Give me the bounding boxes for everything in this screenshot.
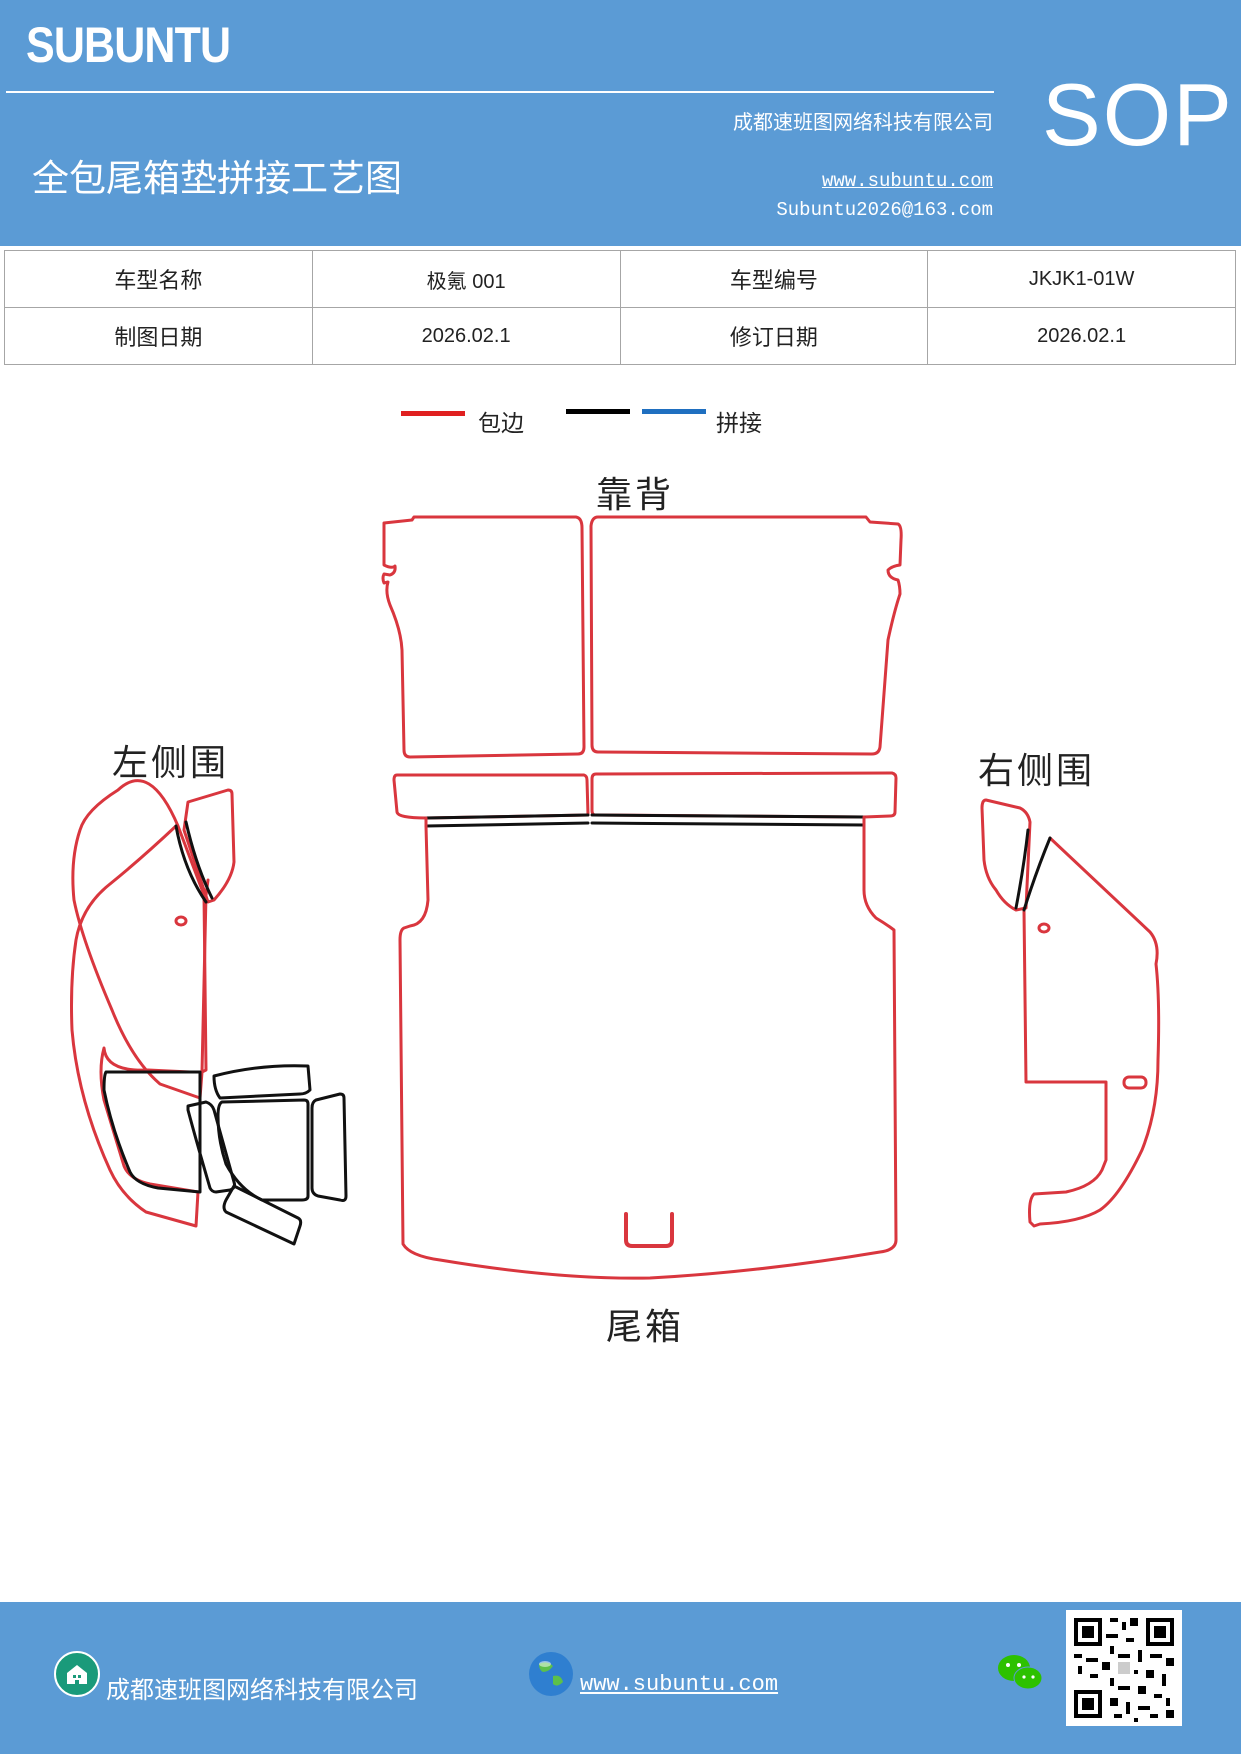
table-row: 车型名称 极氪 001 车型编号 JKJK1-01W	[4, 250, 1236, 308]
globe-icon	[529, 1652, 573, 1696]
legend-black-line	[566, 409, 630, 414]
header-divider	[6, 91, 994, 93]
trunk-floor-panel	[398, 815, 898, 1280]
qr-code	[1066, 1610, 1182, 1726]
email-address: Subuntu2026@163.com	[776, 199, 993, 221]
seam-line-right	[590, 813, 866, 827]
left-side-seam	[174, 820, 214, 904]
left-side-outline	[72, 826, 200, 1226]
backrest-left-panel	[381, 515, 586, 759]
value-drawing-date: 2026.02.1	[311, 307, 621, 365]
label-left-side: 左侧围	[112, 743, 230, 784]
trunk-notch	[624, 1212, 674, 1248]
left-insert-piece-1	[102, 1070, 202, 1194]
right-side-slot	[1122, 1075, 1148, 1090]
sop-badge: SOP	[1042, 65, 1234, 164]
label-model-code: 车型编号	[619, 250, 929, 308]
label-right-side: 右侧围	[978, 751, 1096, 792]
document-title: 全包尾箱垫拼接工艺图	[32, 157, 402, 200]
right-side-panel	[1022, 836, 1161, 1228]
label-revision-date: 修订日期	[619, 307, 929, 365]
header-banner	[0, 0, 1241, 246]
seam-line-left	[424, 813, 590, 828]
legend-blue-line	[642, 409, 706, 414]
left-side-upper-tab	[182, 788, 236, 904]
left-insert-piece-6	[222, 1184, 303, 1246]
left-side-hole	[174, 915, 188, 927]
right-side-upper-tab	[980, 798, 1032, 912]
label-trunk: 尾箱	[606, 1307, 685, 1348]
vehicle-info-table: 车型名称 极氪 001 车型编号 JKJK1-01W 制图日期 2026.02.…	[4, 250, 1236, 365]
label-drawing-date: 制图日期	[4, 307, 313, 365]
backrest-right-panel	[589, 515, 903, 756]
left-insert-piece-2	[212, 1064, 312, 1100]
value-model-name: 极氪 001	[311, 250, 621, 308]
legend-label-splice: 拼接	[716, 411, 762, 437]
right-side-hole	[1037, 922, 1051, 934]
label-model-name: 车型名称	[4, 250, 313, 308]
legend-label-edging: 包边	[478, 411, 524, 437]
value-revision-date: 2026.02.1	[927, 307, 1236, 365]
company-name: 成都速班图网络科技有限公司	[733, 110, 993, 134]
left-insert-piece-3	[186, 1100, 236, 1194]
left-side-panel	[71, 779, 208, 1100]
value-model-code: JKJK1-01W	[927, 250, 1236, 308]
footer-website-link[interactable]: www.subuntu.com	[580, 1672, 779, 1697]
wechat-icon[interactable]	[996, 1652, 1044, 1694]
brand-logo: SUBUNTU	[26, 17, 231, 73]
left-insert-piece-5	[310, 1092, 348, 1202]
website-link[interactable]: www.subuntu.com	[821, 170, 993, 192]
right-side-seam	[1014, 828, 1052, 912]
label-backrest: 靠背	[596, 475, 675, 516]
footer-company-name: 成都速班图网络科技有限公司	[106, 1676, 418, 1704]
legend-red-line	[401, 411, 465, 416]
building-icon	[54, 1651, 100, 1697]
left-insert-piece-4	[216, 1098, 310, 1202]
middle-strip-left	[392, 773, 590, 820]
table-row: 制图日期 2026.02.1 修订日期 2026.02.1	[4, 307, 1236, 365]
middle-strip-right	[590, 771, 898, 819]
left-side-edge	[70, 824, 210, 1228]
